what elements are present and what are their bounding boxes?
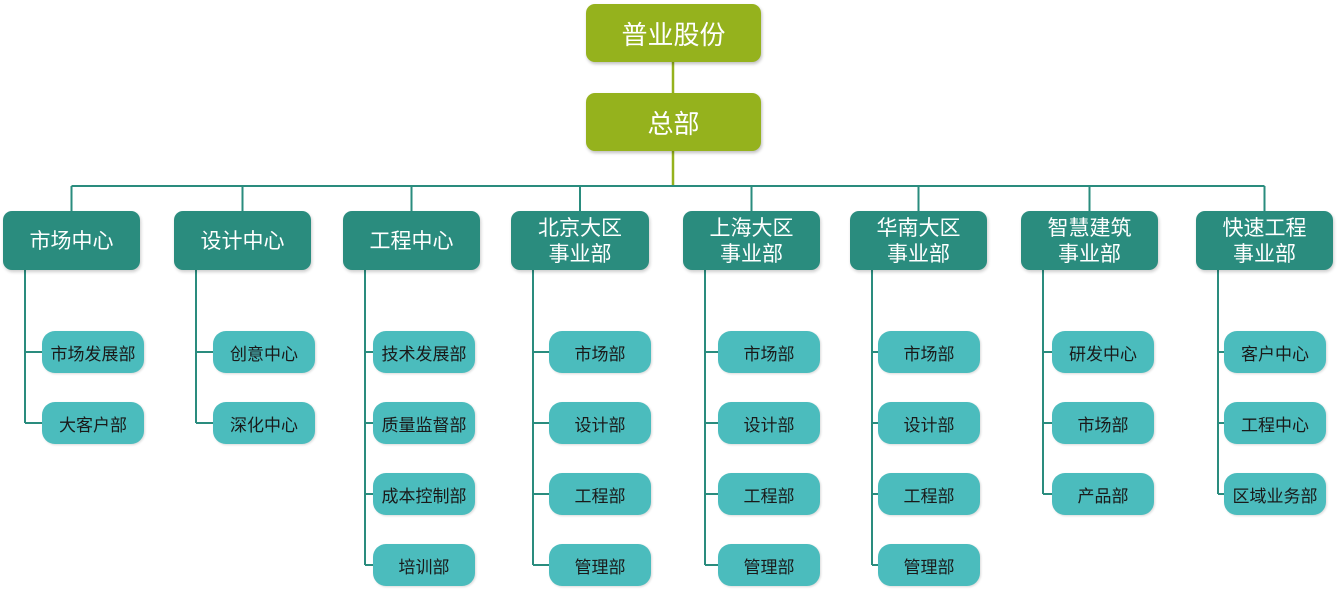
department-node: 华南大区 事业部	[850, 211, 987, 270]
department-label: 市场中心	[29, 228, 114, 253]
sub-unit-node: 市场部	[718, 331, 820, 373]
sub-unit-node: 区域业务部	[1224, 473, 1326, 515]
root-label: 普业股份	[621, 20, 726, 51]
sub-unit-node: 培训部	[373, 544, 475, 586]
department-label: 智慧建筑 事业部	[1047, 215, 1132, 266]
department-label: 华南大区 事业部	[876, 215, 961, 266]
sub-unit-node: 市场部	[549, 331, 651, 373]
sub-unit-node: 管理部	[878, 544, 980, 586]
hq-node: 总部	[586, 93, 761, 151]
sub-unit-node: 管理部	[718, 544, 820, 586]
department-node: 设计中心	[174, 211, 311, 270]
sub-unit-node: 客户中心	[1224, 331, 1326, 373]
sub-unit-node: 工程部	[718, 473, 820, 515]
sub-unit-node: 设计部	[718, 402, 820, 444]
sub-unit-node: 市场发展部	[42, 331, 144, 373]
department-node: 市场中心	[3, 211, 140, 270]
department-node: 上海大区 事业部	[683, 211, 820, 270]
sub-unit-node: 产品部	[1052, 473, 1154, 515]
department-label: 快速工程 事业部	[1222, 215, 1307, 266]
sub-unit-node: 成本控制部	[373, 473, 475, 515]
sub-unit-node: 设计部	[549, 402, 651, 444]
sub-unit-node: 深化中心	[213, 402, 315, 444]
sub-unit-node: 技术发展部	[373, 331, 475, 373]
department-label: 工程中心	[369, 228, 454, 253]
department-label: 设计中心	[200, 228, 285, 253]
sub-unit-node: 大客户部	[42, 402, 144, 444]
department-label: 北京大区 事业部	[538, 215, 622, 266]
sub-unit-node: 管理部	[549, 544, 651, 586]
department-node: 北京大区 事业部	[511, 211, 649, 270]
sub-unit-node: 工程中心	[1224, 402, 1326, 444]
sub-unit-node: 市场部	[878, 331, 980, 373]
sub-unit-node: 设计部	[878, 402, 980, 444]
sub-unit-node: 研发中心	[1052, 331, 1154, 373]
sub-unit-node: 质量监督部	[373, 402, 475, 444]
hq-label: 总部	[647, 109, 700, 140]
department-node: 智慧建筑 事业部	[1021, 211, 1158, 270]
department-node: 工程中心	[343, 211, 480, 270]
sub-unit-node: 创意中心	[213, 331, 315, 373]
sub-unit-node: 工程部	[878, 473, 980, 515]
root-node: 普业股份	[586, 4, 761, 62]
department-label: 上海大区 事业部	[709, 215, 794, 266]
sub-unit-node: 工程部	[549, 473, 651, 515]
department-node: 快速工程 事业部	[1196, 211, 1333, 270]
sub-unit-node: 市场部	[1052, 402, 1154, 444]
